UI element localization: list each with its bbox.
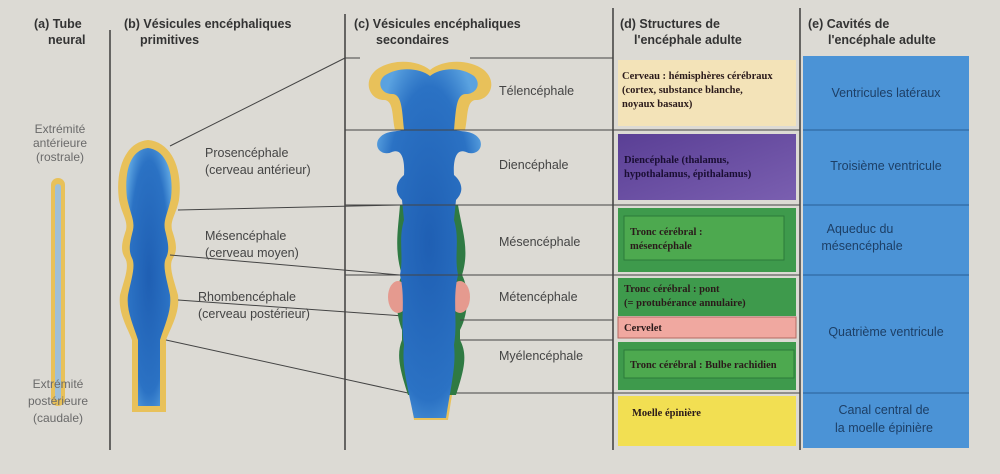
structure-cerebellum-box <box>617 316 797 339</box>
structure-0-line1: (cortex, substance blanche, <box>622 85 743 96</box>
structure-2-line1: mésencéphale <box>630 241 692 252</box>
tube-posterior-line3: (caudale) <box>33 411 83 425</box>
structure-diencephalon-box <box>618 134 796 200</box>
structure-6-line0: Moelle épinière <box>632 408 701 419</box>
primary-label-2-sub: (cerveau postérieur) <box>198 307 310 321</box>
row-separators <box>345 57 800 394</box>
primary-vesicles-shape <box>118 140 180 412</box>
structure-3-line0: Tronc cérébral : pont <box>624 284 720 295</box>
structure-5-line0: Tronc cérébral : Bulbe rachidien <box>630 360 777 371</box>
structure-4-line0: Cervelet <box>624 323 662 334</box>
cavity-4-line0: Canal central de <box>838 403 929 417</box>
structure-midbrain-inner <box>623 215 785 261</box>
secondary-label-1: Diencéphale <box>499 158 569 172</box>
header-a-line2: neural <box>48 33 86 47</box>
structure-pons-box <box>618 278 796 316</box>
primary-label-1-name: Mésencéphale <box>205 229 286 243</box>
secondary-label-3: Métencéphale <box>499 290 578 304</box>
tube-anterior-line3: (rostrale) <box>36 150 84 164</box>
header-e-line2: l'encéphale adulte <box>828 33 936 47</box>
structure-1-line1: hypothalamus, épithalamus) <box>624 169 752 180</box>
secondary-label-2: Mésencéphale <box>499 235 580 249</box>
connector-lines <box>165 57 613 394</box>
cavities-column <box>803 56 969 448</box>
header-d-line2: l'encéphale adulte <box>634 33 742 47</box>
structure-0-line2: noyaux basaux) <box>622 99 693 110</box>
structure-spinal-cord-box <box>618 396 796 446</box>
primary-label-1-sub: (cerveau moyen) <box>205 246 299 260</box>
tube-anterior-line2: antérieure <box>33 136 87 150</box>
header-b-line2: primitives <box>140 33 199 47</box>
primary-label-2-name: Rhombencéphale <box>198 290 296 304</box>
primary-label-0-sub: (cerveau antérieur) <box>205 163 311 177</box>
secondary-label-0: Télencéphale <box>499 84 574 98</box>
tube-posterior-line2: postérieure <box>28 394 88 408</box>
adult-structures <box>617 60 797 446</box>
header-c-line2: secondaires <box>376 33 449 47</box>
header-c-line1: (c) Vésicules encéphaliques <box>354 17 521 31</box>
header-d-line1: (d) Structures de <box>620 17 720 31</box>
cavity-2-line0: Aqueduc du <box>827 222 894 236</box>
header-e-line1: (e) Cavités de <box>808 17 889 31</box>
structure-medulla-inner <box>623 349 795 379</box>
tube-posterior-line1: Extrémité <box>33 377 84 391</box>
structure-3-line1: (= protubérance annulaire) <box>624 298 746 309</box>
secondary-label-4: Myélencéphale <box>499 349 583 363</box>
cavity-1-line0: Troisième ventricule <box>830 159 941 173</box>
cavity-3-line0: Quatrième ventricule <box>828 325 943 339</box>
structure-2-line0: Tronc cérébral : <box>630 227 703 238</box>
structure-cerebrum-box <box>618 60 796 126</box>
cavity-0-line0: Ventricules latéraux <box>831 86 941 100</box>
secondary-vesicles-shape <box>368 61 492 420</box>
cavity-4-line1: la moelle épinière <box>835 421 933 435</box>
primary-label-0-name: Prosencéphale <box>205 146 288 160</box>
structure-0-line0: Cerveau : hémisphères cérébraux <box>622 71 773 82</box>
tube-anterior-line1: Extrémité <box>35 122 86 136</box>
header-b-line1: (b) Vésicules encéphaliques <box>124 17 291 31</box>
cavity-2-line1: mésencéphale <box>821 239 902 253</box>
structure-1-line0: Diencéphale (thalamus, <box>624 155 729 166</box>
neural-tube <box>51 178 65 406</box>
header-a-line1: (a) Tube <box>34 17 82 31</box>
